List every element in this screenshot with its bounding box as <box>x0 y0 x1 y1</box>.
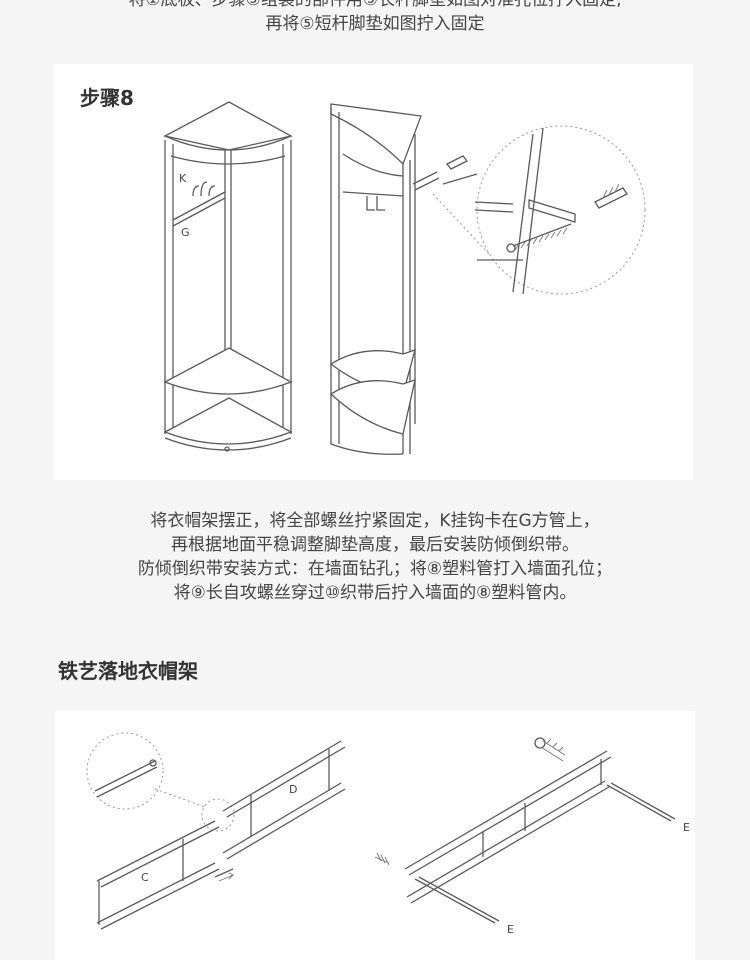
part-label-e-bottom: E <box>507 923 514 936</box>
wall-anchor-detail <box>432 125 646 295</box>
previous-step-text: 将①底板、步骤⑤组装的部件用③长杆脚垫如图对准孔位拧入固定, 再将⑤短杆脚垫如图… <box>0 0 750 36</box>
frame-assembly-illustration: C D E E <box>86 732 690 936</box>
previous-step-line-1: 将①底板、步骤⑤组装的部件用③长杆脚垫如图对准孔位拧入固定, <box>128 0 622 10</box>
step8-illustration-panel: 步骤8 K G <box>53 64 693 480</box>
step8-label: 步骤8 <box>80 86 134 110</box>
step8-illustration: K G <box>163 101 646 455</box>
ladder-frame-assembly: C D <box>86 732 346 930</box>
base-frame-assembly: E E <box>374 737 690 936</box>
part-label-e-right: E <box>683 821 690 834</box>
step8-instructions: 将衣帽架摆正，将全部螺丝拧紧固定，K挂钩卡在G方管上， 再根据地面平稳调整脚垫高… <box>0 509 750 605</box>
instruction-line-2: 再根据地面平稳调整脚垫高度，最后安装防倾倒织带。 <box>171 535 579 555</box>
instruction-line-4: 将⑨长自攻螺丝穿过⑩织带后拧入墙面的⑧塑料管内。 <box>173 583 577 603</box>
part-label-d: D <box>289 783 297 796</box>
instruction-line-3: 防倾倒织带安装方式：在墙面钻孔；将⑧塑料管打入墙面孔位； <box>137 559 613 579</box>
section-title: 铁艺落地衣帽架 <box>58 659 198 683</box>
part-label-g: G <box>181 226 190 239</box>
corner-rack-side-view <box>329 103 469 455</box>
part-label-c: C <box>141 871 149 884</box>
corner-rack-front-view: K G <box>163 101 293 452</box>
frame-assembly-panel: C D E E <box>55 711 695 960</box>
previous-step-line-2: 再将⑤短杆脚垫如图拧入固定 <box>265 14 485 34</box>
instruction-line-1: 将衣帽架摆正，将全部螺丝拧紧固定，K挂钩卡在G方管上， <box>150 511 600 531</box>
part-label-k: K <box>179 172 187 185</box>
